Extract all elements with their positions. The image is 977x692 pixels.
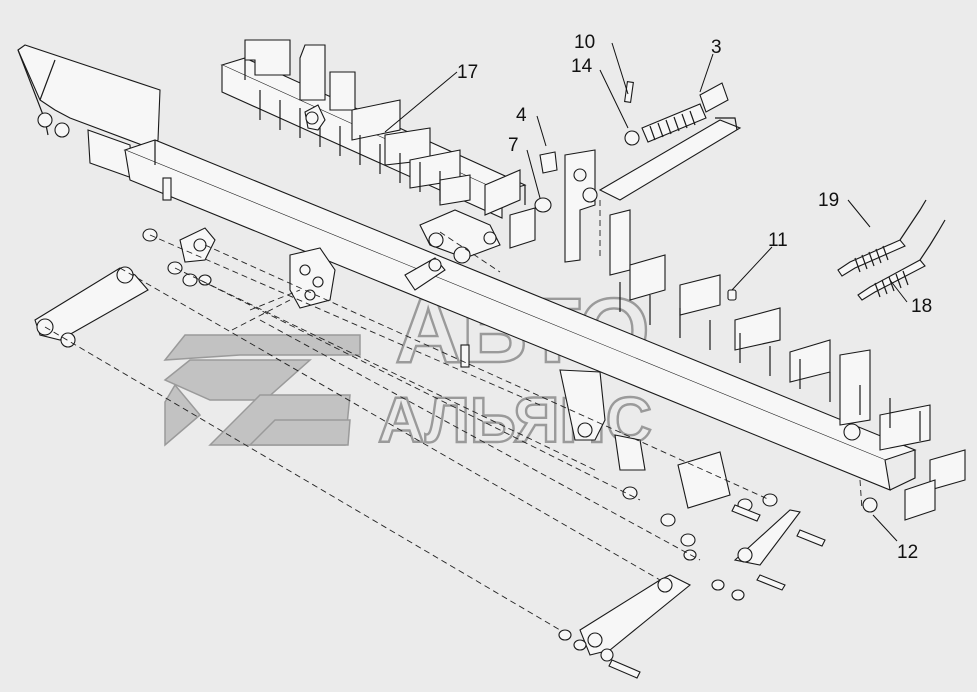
upper-tine-rail xyxy=(220,39,527,219)
tension-bolt-assembly xyxy=(598,81,742,201)
callout-11: 11 xyxy=(768,230,788,251)
springs xyxy=(837,199,946,301)
callout-12: 12 xyxy=(897,542,918,563)
watermark-line2: АЛЬЯНС xyxy=(378,384,652,456)
callout-18: 18 xyxy=(911,296,932,317)
center-joint-assembly xyxy=(419,149,598,264)
callout-leaders xyxy=(384,42,908,542)
main-frame-beam xyxy=(123,139,917,491)
callout-19: 19 xyxy=(818,190,839,211)
callout-14: 14 xyxy=(571,56,593,77)
callout-17: 17 xyxy=(457,62,478,83)
right-lift-linkage xyxy=(558,369,826,679)
callout-4: 4 xyxy=(516,105,527,126)
assembly-guide-lines xyxy=(44,200,863,631)
callout-3: 3 xyxy=(711,37,722,58)
lower-tine-rail xyxy=(609,209,966,521)
callout-labels: 3 4 7 10 11 12 14 17 18 19 xyxy=(457,32,932,563)
callout-10: 10 xyxy=(574,32,595,53)
callout-7: 7 xyxy=(508,135,519,156)
avtoalyans-logo-icon xyxy=(163,334,361,447)
left-lift-linkage xyxy=(34,227,446,348)
